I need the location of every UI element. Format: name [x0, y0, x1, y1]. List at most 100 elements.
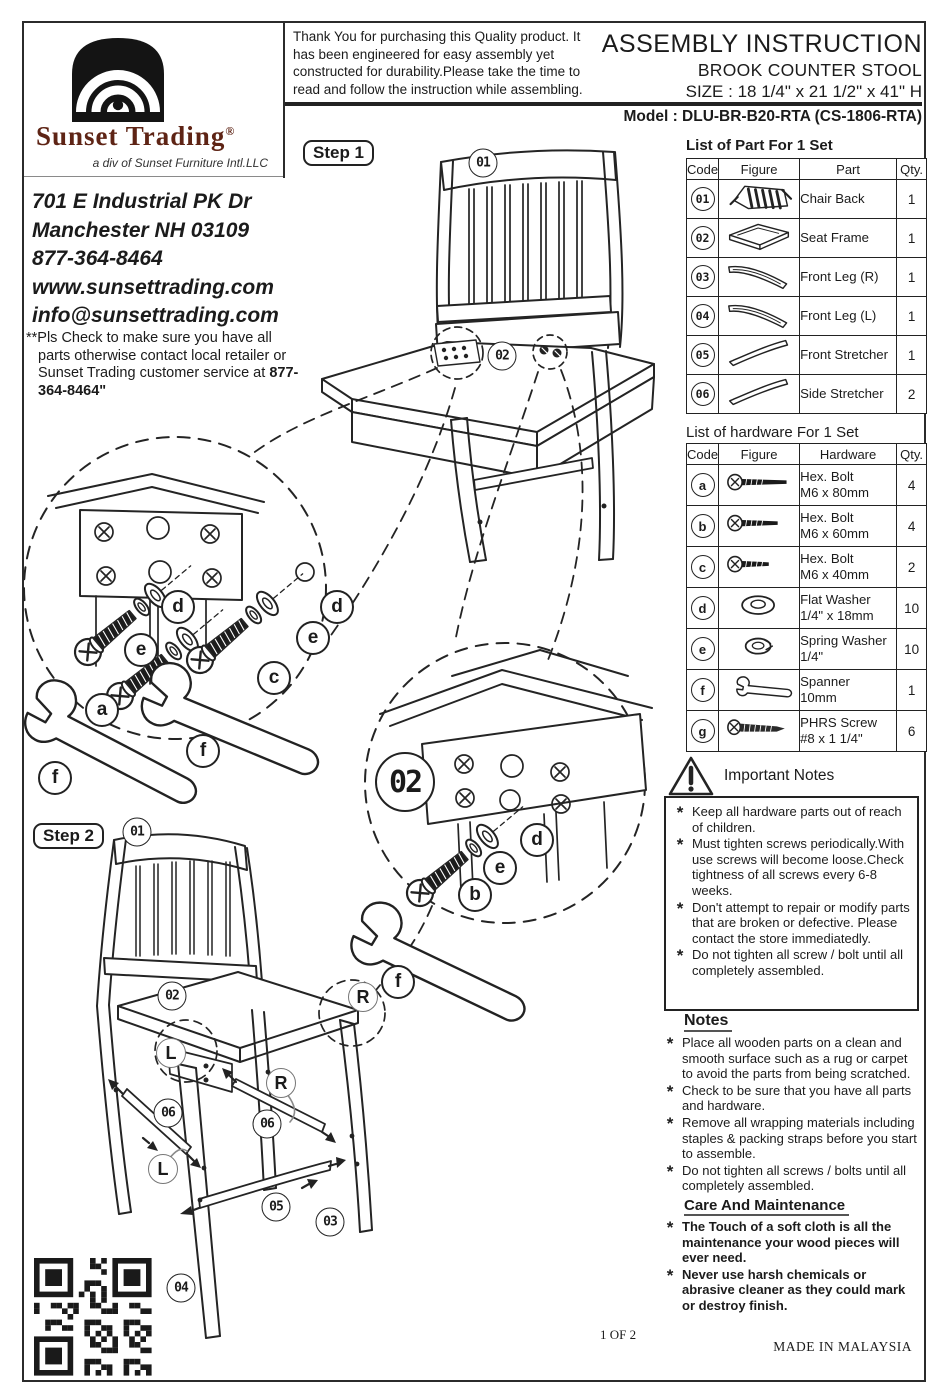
thank-you-text: Thank You for purchasing this Quality pr…	[293, 29, 583, 97]
registered-mark: ®	[225, 124, 236, 138]
part-name: Front Stretcher	[799, 335, 898, 375]
part-name: Side Stretcher	[799, 374, 898, 414]
hex-bolt-40-icon	[727, 555, 769, 572]
diagram-label-04: 04	[166, 1273, 196, 1303]
bullet-asterisk: *	[666, 1034, 674, 1053]
flat-washer-icon	[741, 594, 776, 615]
note-item: *Never use harsh chemicals or abrasive c…	[658, 1267, 926, 1314]
address-line: 877-364-8464	[32, 247, 163, 270]
diagram-label-f: f	[38, 761, 72, 795]
quantity: 1	[896, 257, 928, 297]
important-notes-title: Important Notes	[724, 767, 835, 784]
part-name: Front Leg (R)	[799, 257, 898, 297]
quantity: 1	[896, 669, 928, 711]
diagram-label-b: b	[458, 878, 492, 912]
column-header: Hardware	[799, 443, 898, 465]
code-badge: 06	[690, 382, 715, 406]
quantity: 1	[896, 296, 928, 336]
note-item: *Check to be sure that you have all part…	[658, 1083, 926, 1114]
front-leg-icon	[728, 265, 788, 289]
step2-badge: Step 2	[33, 823, 105, 849]
code-badge: c	[690, 555, 715, 579]
header-vertical-divider	[283, 21, 285, 178]
diagram-label-02: 02	[487, 341, 517, 371]
diagram-label-c: c	[257, 661, 291, 695]
note-item: *Do not tighten all screws / bolts until…	[658, 1163, 926, 1194]
part-name: Seat Frame	[799, 218, 898, 258]
diagram-label-d: d	[520, 823, 554, 857]
column-header: Code	[685, 158, 720, 180]
diagram-label-01: 01	[122, 817, 152, 847]
front-leg-icon	[728, 304, 788, 328]
bullet-asterisk: *	[676, 898, 684, 918]
product-size: SIZE : 18 1/4" x 21 1/2" x 41" H	[685, 82, 922, 101]
table-row: 04 Front Leg (L)1	[685, 296, 928, 336]
note-item: *The Touch of a soft cloth is all the ma…	[658, 1219, 926, 1266]
quantity: 4	[896, 464, 928, 506]
part-name: Front Leg (L)	[799, 296, 898, 336]
hex-bolt-60-icon	[727, 514, 778, 531]
seat-frame-icon	[729, 223, 790, 250]
part-name: Chair Back	[799, 179, 898, 219]
diagram-label-r: R	[348, 982, 378, 1012]
column-header: Code	[685, 443, 720, 465]
quantity: 2	[896, 374, 928, 414]
note-item: *Remove all wrapping materials including…	[658, 1115, 926, 1162]
quantity: 10	[896, 628, 928, 670]
hardware-list-title: List of hardware For 1 Set	[686, 424, 859, 441]
stretcher-icon	[729, 339, 789, 366]
bullet-asterisk: *	[666, 1161, 674, 1181]
bullet-asterisk: *	[666, 1265, 674, 1285]
code-badge: a	[690, 473, 715, 497]
step1-badge: Step 1	[303, 140, 375, 166]
code-badge: 04	[690, 304, 715, 328]
bullet-asterisk: *	[666, 1081, 674, 1101]
phrs-screw-icon	[727, 718, 785, 735]
diagram-label-03: 03	[315, 1207, 345, 1237]
note-item: *Don't attempt to repair or modify parts…	[668, 900, 913, 947]
note-item: *Place all wooden parts on a clean and s…	[658, 1035, 926, 1082]
address-line: info@sunsettrading.com	[32, 304, 279, 327]
column-header: Figure	[718, 158, 801, 180]
notes-title: Notes	[684, 1012, 733, 1032]
quantity: 4	[896, 505, 928, 547]
quantity: 1	[896, 218, 928, 258]
code-badge: 02	[690, 226, 715, 250]
model-number: Model : DLU-BR-B20-RTA (CS-1806-RTA)	[623, 108, 922, 125]
diagram-label-e: e	[483, 851, 517, 885]
quantity: 6	[896, 710, 928, 752]
diagram-label-a: a	[85, 693, 119, 727]
address-line: www.sunsettrading.com	[32, 275, 274, 299]
diagram-label-e: e	[124, 633, 158, 667]
chair-back-icon	[729, 185, 793, 209]
bullet-asterisk: *	[676, 835, 684, 855]
column-header: Part	[799, 158, 898, 180]
diagram-label-e: e	[296, 621, 330, 655]
diagram-label-d: d	[320, 590, 354, 624]
diagram-label-f: f	[186, 734, 220, 768]
diagram-label-d: d	[161, 590, 195, 624]
quantity: 1	[896, 335, 928, 375]
address-line: 701 E Industrial PK Dr	[32, 190, 252, 213]
diagram-label-f: f	[381, 965, 415, 999]
code-badge: g	[690, 719, 715, 743]
code-badge: b	[690, 514, 715, 538]
diagram-label-06: 06	[153, 1098, 183, 1128]
doc-title: ASSEMBLY INSTRUCTION	[601, 30, 922, 58]
header-rule	[285, 102, 922, 106]
hex-bolt-80-icon	[727, 473, 787, 490]
spanner-icon	[736, 675, 793, 698]
bullet-asterisk: *	[676, 946, 684, 966]
